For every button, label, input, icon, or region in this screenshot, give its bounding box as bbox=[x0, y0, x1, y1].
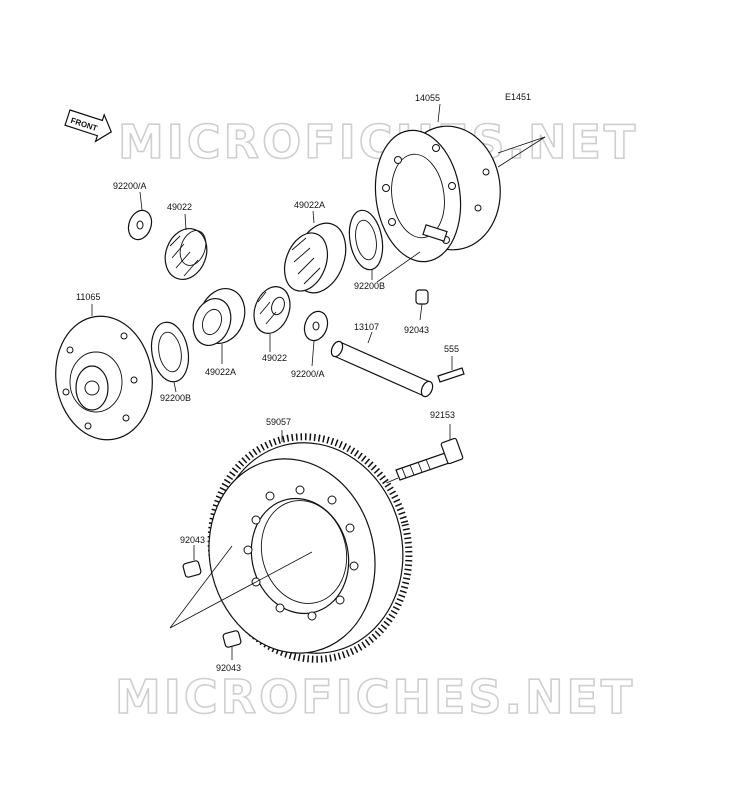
label-pinion-upper: 49022 bbox=[167, 202, 192, 212]
collar-lower-bottom bbox=[222, 630, 242, 648]
label-case-left: 11065 bbox=[76, 292, 100, 302]
label-shaft: 13107 bbox=[354, 322, 379, 332]
ring-gear bbox=[207, 433, 413, 663]
label-case-right: 14055 bbox=[415, 93, 440, 103]
collar-upper bbox=[415, 289, 429, 305]
label-washer-left: 92200/A bbox=[113, 181, 147, 191]
differential-case-right bbox=[374, 125, 501, 263]
pinion-gear-upper bbox=[164, 228, 208, 280]
differential-case-left bbox=[55, 315, 153, 441]
label-thrust-washer-lower: 92200B bbox=[160, 393, 191, 403]
thrust-washer-lower bbox=[150, 321, 190, 383]
label-collar-upper: 92043 bbox=[404, 325, 429, 335]
label-collar-lower-bottom: 92043 bbox=[216, 663, 241, 673]
label-side-gear-lower: 49022A bbox=[205, 367, 236, 377]
label-thrust-washer-upper: 92200B bbox=[354, 281, 385, 291]
label-bolt: 92153 bbox=[430, 410, 455, 420]
side-gear-upper bbox=[283, 222, 347, 294]
label-pin: 555 bbox=[444, 344, 459, 354]
label-side-gear-upper: 49022A bbox=[294, 200, 325, 210]
label-collar-lower-left: 92043 bbox=[180, 535, 205, 545]
label-washer-lower: 92200/A bbox=[291, 369, 325, 379]
lock-pin bbox=[437, 367, 465, 383]
label-pinion-lower: 49022 bbox=[262, 353, 287, 363]
label-ring-gear: 59057 bbox=[266, 417, 291, 427]
watermark-top: MICROFICHES.NET bbox=[118, 115, 638, 169]
collar-lower-left bbox=[182, 560, 202, 578]
watermark-bottom: MICROFICHES.NET bbox=[115, 670, 635, 724]
side-gear-lower bbox=[192, 288, 246, 346]
pinion-gear-lower bbox=[253, 286, 291, 334]
front-arrow-icon: FRONT bbox=[64, 109, 113, 143]
cross-shaft bbox=[330, 340, 434, 398]
diagram-code: E1451 bbox=[505, 92, 531, 102]
ring-gear-bolt bbox=[395, 437, 464, 481]
